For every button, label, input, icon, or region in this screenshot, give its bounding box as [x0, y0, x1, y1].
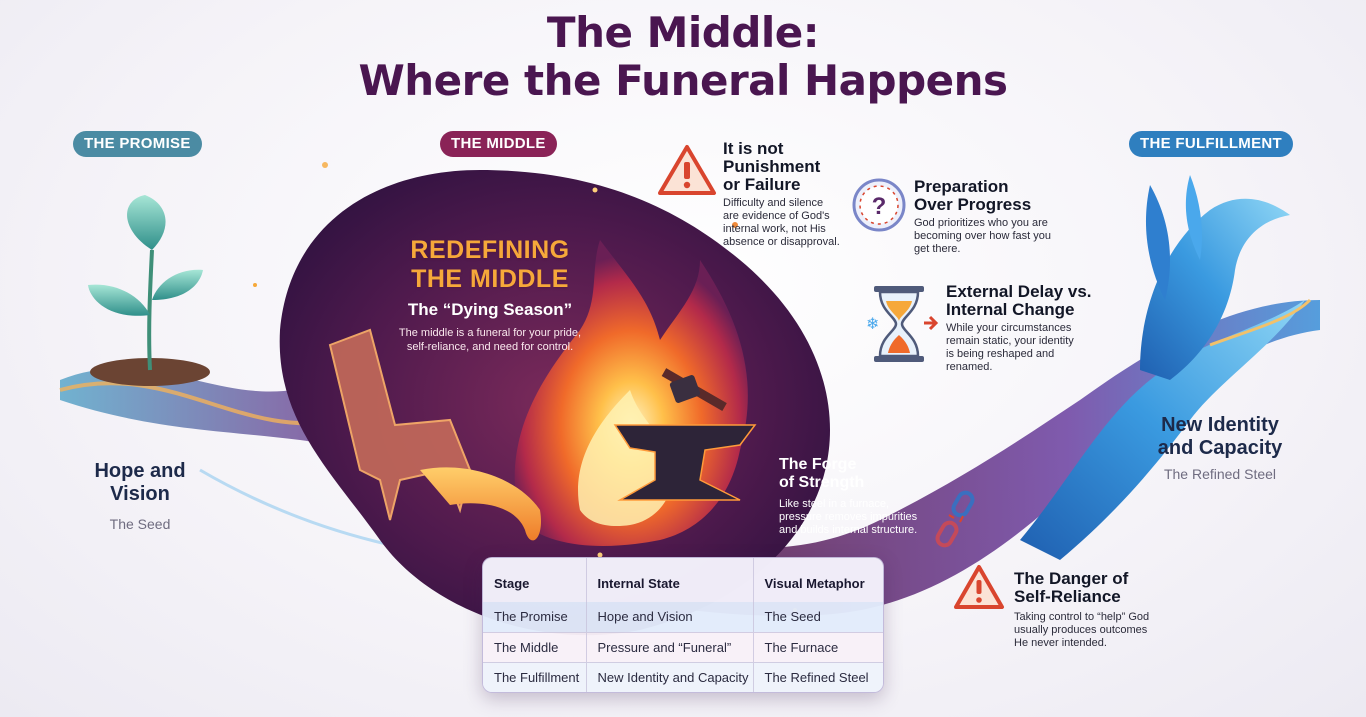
summary-table: Stage Internal State Visual Metaphor The…: [482, 557, 884, 693]
ember: [592, 187, 598, 193]
not-punishment-body-line1: Difficulty and silence: [723, 197, 824, 209]
soil-mound: [90, 358, 210, 386]
external-delay-body-line4: renamed.: [946, 361, 993, 373]
forge-title-line2: of Strength: [779, 474, 865, 491]
svg-text:❄: ❄: [866, 314, 879, 333]
callout-external-delay: External Delay vs. Internal Change While…: [946, 283, 1106, 374]
fulfillment-stage-label: New Identity and Capacity The Refined St…: [1135, 414, 1305, 482]
broken-chain-icon: [935, 490, 975, 548]
table-cell: The Furnace: [752, 631, 883, 662]
callout-preparation: Preparation Over Progress God prioritize…: [914, 178, 1074, 256]
not-punishment-title-line3: or Failure: [723, 175, 801, 194]
warning-triangle-icon: [954, 565, 1004, 609]
sprout-leaf-left: [88, 284, 150, 316]
table-row: The Fulfillment New Identity and Capacit…: [483, 661, 883, 692]
table-cell: Hope and Vision: [585, 602, 753, 632]
pill-the-fulfillment: THE FULFILLMENT: [1129, 131, 1293, 157]
phoenix-wing: [1020, 300, 1305, 560]
hourglass-icon: ❄: [866, 286, 939, 362]
promise-title-line1: Hope and: [94, 460, 186, 482]
table-header-visual-metaphor: Visual Metaphor: [752, 558, 883, 602]
warning-triangle-icon: [658, 145, 716, 195]
external-delay-body-line1: While your circumstances: [946, 322, 1072, 334]
ember: [322, 162, 328, 168]
forge-body-line3: and builds internal structure.: [779, 524, 918, 536]
dying-season-title: The “Dying Season”: [407, 300, 573, 319]
anvil: [613, 424, 757, 501]
preparation-body-line2: becoming over how fast you: [914, 230, 1051, 242]
sprout-leaf-top: [127, 195, 166, 250]
preparation-body-line3: get there.: [914, 243, 961, 255]
redefining-block: REDEFINING THE MIDDLE: [370, 236, 610, 294]
danger-body-line3: He never intended.: [1014, 637, 1107, 649]
fulfillment-title-line2: and Capacity: [1157, 437, 1283, 459]
table-header-stage: Stage: [494, 575, 530, 591]
sprout-leaf-right: [152, 269, 203, 300]
table-header-row: Stage Internal State Visual Metaphor: [483, 558, 883, 602]
dying-season-block: The “Dying Season” The middle is a funer…: [360, 300, 620, 354]
sprout-stem: [147, 249, 154, 371]
promise-title-line2: Vision: [110, 483, 170, 505]
redefining-line1: REDEFINING: [410, 236, 570, 264]
danger-title-line2: Self-Reliance: [1014, 587, 1121, 606]
ember: [597, 552, 603, 558]
table-cell: The Middle: [483, 631, 586, 662]
svg-text:?: ?: [872, 193, 887, 220]
not-punishment-title-line2: Punishment: [723, 157, 821, 176]
table-cell: The Fulfillment: [483, 661, 586, 692]
table-cell: Pressure and “Funeral”: [585, 631, 753, 662]
table-cell: The Refined Steel: [752, 661, 883, 692]
promise-stage-label: Hope and Vision The Seed: [60, 460, 220, 532]
dying-season-body-line1: The middle is a funeral for your pride,: [398, 327, 582, 339]
preparation-title-line1: Preparation: [914, 177, 1009, 196]
table-cell: The Seed: [752, 602, 883, 632]
pill-the-middle: THE MIDDLE: [440, 131, 557, 157]
phoenix-crest: [1185, 175, 1202, 260]
danger-body-line2: usually produces outcomes: [1014, 624, 1148, 636]
molten-drip: [420, 467, 542, 541]
phoenix-tail-gold: [1209, 298, 1312, 347]
forge-block: The Forge of Strength Like steel in a fu…: [779, 456, 949, 537]
ember: [253, 283, 257, 287]
dying-season-body-line2: self-reliance, and need for control.: [406, 341, 574, 353]
not-punishment-body-line3: internal work, not His: [723, 223, 826, 235]
forge-body-line2: pressure removes impurities: [779, 511, 918, 523]
fulfillment-subtitle: The Refined Steel: [1163, 466, 1277, 482]
danger-title-line1: The Danger of: [1014, 569, 1129, 588]
redefining-line2: THE MIDDLE: [411, 265, 569, 293]
table-header-internal-state: Internal State: [585, 558, 753, 602]
preparation-title-line2: Over Progress: [914, 195, 1032, 214]
not-punishment-body-line4: absence or disapproval.: [723, 236, 840, 248]
external-delay-title-line1: External Delay vs.: [946, 282, 1092, 301]
preparation-body-line1: God prioritizes who you are: [914, 217, 1048, 229]
callout-not-punishment: It is not Punishment or Failure Difficul…: [723, 140, 853, 249]
external-delay-body-line2: remain static, your identity: [946, 335, 1074, 347]
table-cell: New Identity and Capacity: [585, 661, 753, 692]
external-delay-title-line2: Internal Change: [946, 300, 1075, 319]
forge-title-line1: The Forge: [779, 456, 857, 473]
danger-body-line1: Taking control to “help” God: [1014, 611, 1150, 623]
promise-subtitle: The Seed: [109, 516, 171, 532]
phoenix-feather: [1145, 185, 1170, 300]
callout-danger: The Danger of Self-Reliance Taking contr…: [1014, 570, 1184, 650]
table-cell: The Promise: [494, 609, 568, 625]
main-title-line1: The Middle:: [546, 8, 820, 57]
not-punishment-body-line2: are evidence of God's: [723, 210, 830, 222]
fulfillment-title-line1: New Identity: [1161, 414, 1279, 436]
ember: [732, 222, 738, 228]
table-row: The Middle Pressure and “Funeral” The Fu…: [483, 631, 883, 662]
clock-question-icon: ?: [852, 178, 906, 232]
pill-the-promise: THE PROMISE: [73, 131, 202, 157]
phoenix-body: [1140, 198, 1290, 380]
external-delay-body-line3: is being reshaped and: [946, 348, 1055, 360]
main-title-line2: Where the Funeral Happens: [358, 56, 1008, 105]
hammer-head: [669, 375, 701, 403]
forge-body-line1: Like steel in a furnace,: [779, 498, 890, 510]
not-punishment-title-line1: It is not: [723, 139, 784, 158]
table-row: The Promise Hope and Vision The Seed: [483, 602, 883, 632]
